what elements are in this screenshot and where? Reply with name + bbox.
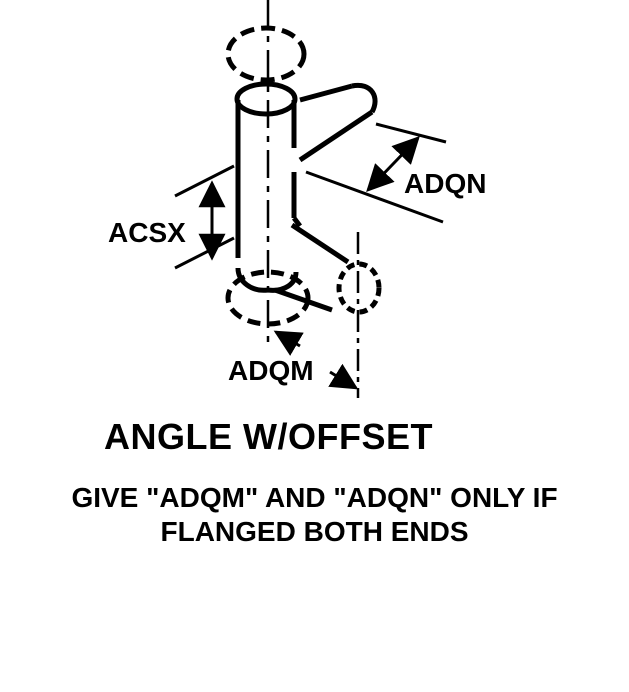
note-line-2: FLANGED BOTH ENDS [160, 516, 469, 547]
top-flange-dashed [225, 25, 307, 83]
adqn-dimension [305, 122, 447, 224]
adqn-label: ADQN [404, 168, 486, 199]
acsx-label: ACSX [108, 217, 186, 248]
diagram-title: ANGLE W/OFFSET [104, 416, 433, 457]
upper-branch [298, 82, 378, 163]
lower-branch [274, 222, 382, 315]
main-pipe [234, 81, 302, 258]
adqm-dimension [273, 330, 359, 390]
adqm-label: ADQM [228, 355, 314, 386]
bottom-flange [225, 267, 311, 327]
note-line-1: GIVE "ADQM" AND "ADQN" ONLY IF [71, 482, 558, 513]
acsx-dimension [174, 164, 235, 270]
